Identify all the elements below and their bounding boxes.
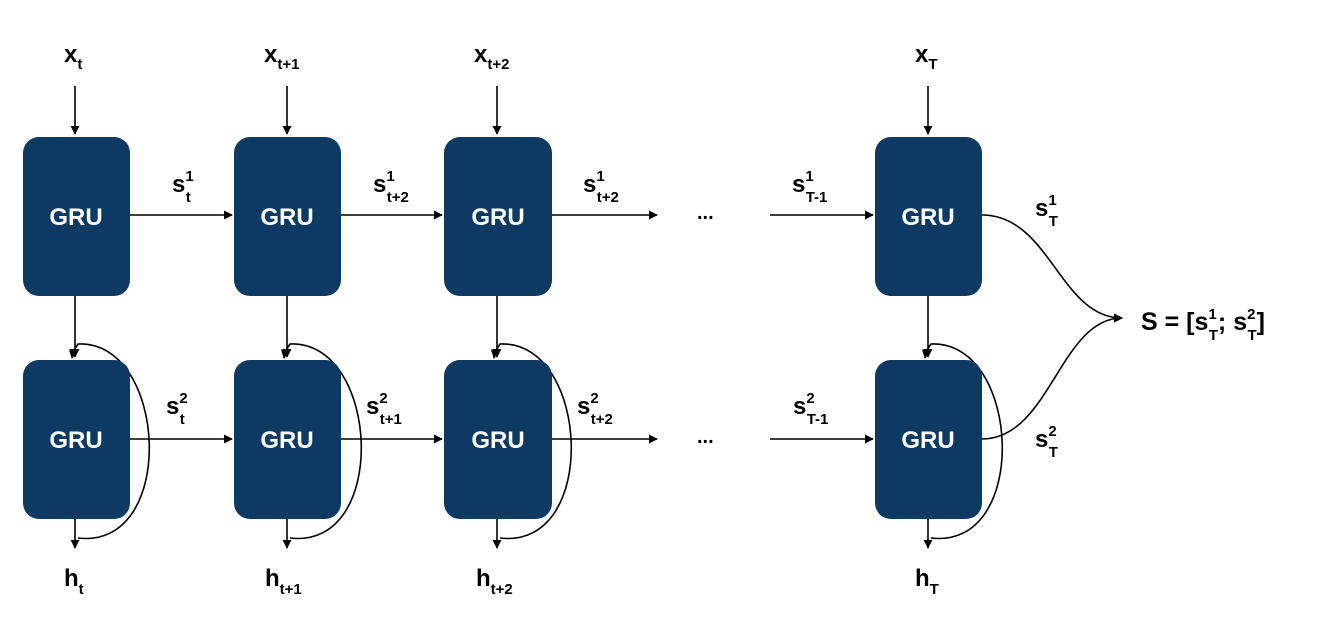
loop-arrow-3: [490, 343, 573, 540]
loop-arrow-2: [280, 343, 363, 540]
gru-cell-label: GRU: [49, 427, 102, 454]
gru-cell-layer2-2: GRU: [234, 360, 341, 519]
gru-cell-label: GRU: [471, 204, 524, 231]
gru-cell-layer2-4: GRU: [875, 360, 982, 519]
output-label-3: ht+2: [476, 565, 513, 598]
output-label-4: hT: [915, 565, 939, 598]
input-label-4: xT: [915, 41, 938, 73]
loop-arrow-1: [68, 343, 151, 540]
gru-cell-layer1-3: GRU: [444, 137, 552, 296]
gru-cell-label: GRU: [471, 427, 524, 454]
gru-cell-layer1-4: GRU: [875, 137, 982, 296]
gru-cell-label: GRU: [901, 427, 954, 454]
gru-cell-layer1-2: GRU: [234, 137, 341, 296]
final-curve-top: [981, 214, 1123, 323]
gru-cell-layer2-1: GRU: [23, 360, 130, 519]
input-label-1: xt: [64, 41, 82, 73]
input-label-2: xt+1: [264, 41, 299, 73]
ellipsis-layer2: ...: [697, 426, 714, 448]
gru-cell-label: GRU: [901, 204, 954, 231]
gru-cell-label: GRU: [260, 204, 313, 231]
input-label-3: xt+2: [474, 41, 509, 73]
final-curve-bottom: [981, 313, 1123, 440]
ellipsis-layer1: ...: [697, 202, 714, 224]
gru-cell-label: GRU: [49, 204, 102, 231]
output-label-1: ht: [64, 565, 84, 598]
output-label-2: ht+1: [265, 565, 302, 598]
gru-cell-layer1-1: GRU: [23, 137, 130, 296]
gru-cell-label: GRU: [260, 427, 313, 454]
gru-cell-layer2-3: GRU: [444, 360, 552, 519]
loop-arrow-4: [921, 343, 1004, 540]
